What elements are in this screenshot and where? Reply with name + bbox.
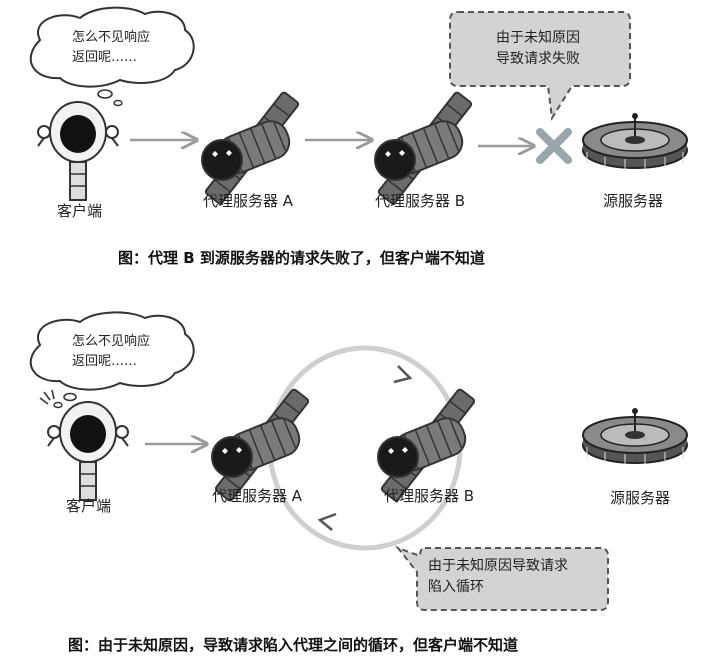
error-note-box xyxy=(449,11,631,121)
loop-note-line-2: 陷入循环 xyxy=(428,579,484,595)
error-note-line-2: 导致请求失败 xyxy=(496,51,580,67)
proxy-b-satellite-icon-1 xyxy=(374,90,474,206)
thought-line-2: 返回呢…… xyxy=(72,50,138,65)
proxy-a-satellite-icon-1 xyxy=(201,90,301,206)
error-note-line-1: 由于未知原因 xyxy=(496,30,580,46)
origin-label-2: 源服务器 xyxy=(610,489,671,507)
proxy-a-label-2: 代理服务器 A xyxy=(212,487,303,505)
error-note-text: 由于未知原因 导致请求失败 xyxy=(488,28,588,70)
thought-cloud-text-2: 怎么不见响应 返回呢…… xyxy=(72,332,150,372)
client-robot-icon-1 xyxy=(37,101,119,201)
client-robot-icon-2 xyxy=(47,401,129,501)
origin-label-1: 源服务器 xyxy=(603,192,664,210)
origin-server-icon-2 xyxy=(582,407,688,465)
proxy-b-label-2: 代理服务器 B xyxy=(384,487,475,505)
origin-server-icon-1 xyxy=(582,112,688,170)
loop-note-line-1: 由于未知原因导致请求 xyxy=(428,558,568,574)
thought-cloud-2 xyxy=(29,311,195,409)
loop-note-box xyxy=(395,545,609,611)
loop-note-text: 由于未知原因导致请求 陷入循环 xyxy=(428,556,568,598)
client-label-1: 客户端 xyxy=(57,202,103,220)
thought-line-1: 怎么不见响应 xyxy=(72,334,151,349)
client-label-2: 客户端 xyxy=(66,497,112,515)
caption-2: 图：由于未知原因，导致请求陷入代理之间的循环，但客户端不知道 xyxy=(68,636,519,654)
caption-1: 图：代理 B 到源服务器的请求失败了，但客户端不知道 xyxy=(118,249,485,267)
thought-cloud-1 xyxy=(29,6,195,107)
x-mark-icon xyxy=(536,128,572,164)
thought-line-2: 返回呢…… xyxy=(72,354,138,369)
thought-cloud-text-1: 怎么不见响应 返回呢…… xyxy=(72,28,150,68)
worried-marks-icon xyxy=(39,389,55,405)
proxy-a-label-1: 代理服务器 A xyxy=(203,192,294,210)
proxy-b-label-1: 代理服务器 B xyxy=(375,192,466,210)
thought-line-1: 怎么不见响应 xyxy=(72,30,151,45)
